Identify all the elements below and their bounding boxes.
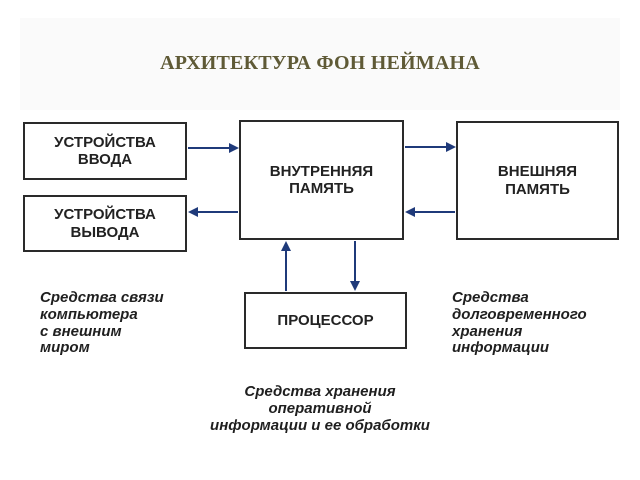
diagram-title: АРХИТЕКТУРА ФОН НЕЙМАНА [160,52,480,74]
caption-communication: Средства связи компьютера с внешним миро… [40,289,164,357]
internal-memory-block: ВНУТРЕННЯЯ ПАМЯТЬ [239,120,404,240]
caption-operative-storage: Средства хранения оперативной информации… [210,383,430,434]
external-memory-block: ВНЕШНЯЯ ПАМЯТЬ [456,121,619,240]
title-band [20,18,620,110]
processor-block: ПРОЦЕССОР [244,292,407,349]
output-devices-block: УСТРОЙСТВА ВЫВОДА [23,195,187,252]
input-devices-block: УСТРОЙСТВА ВВОДА [23,122,187,180]
caption-long-term-storage: Средства долговременного хранения информ… [452,289,587,357]
